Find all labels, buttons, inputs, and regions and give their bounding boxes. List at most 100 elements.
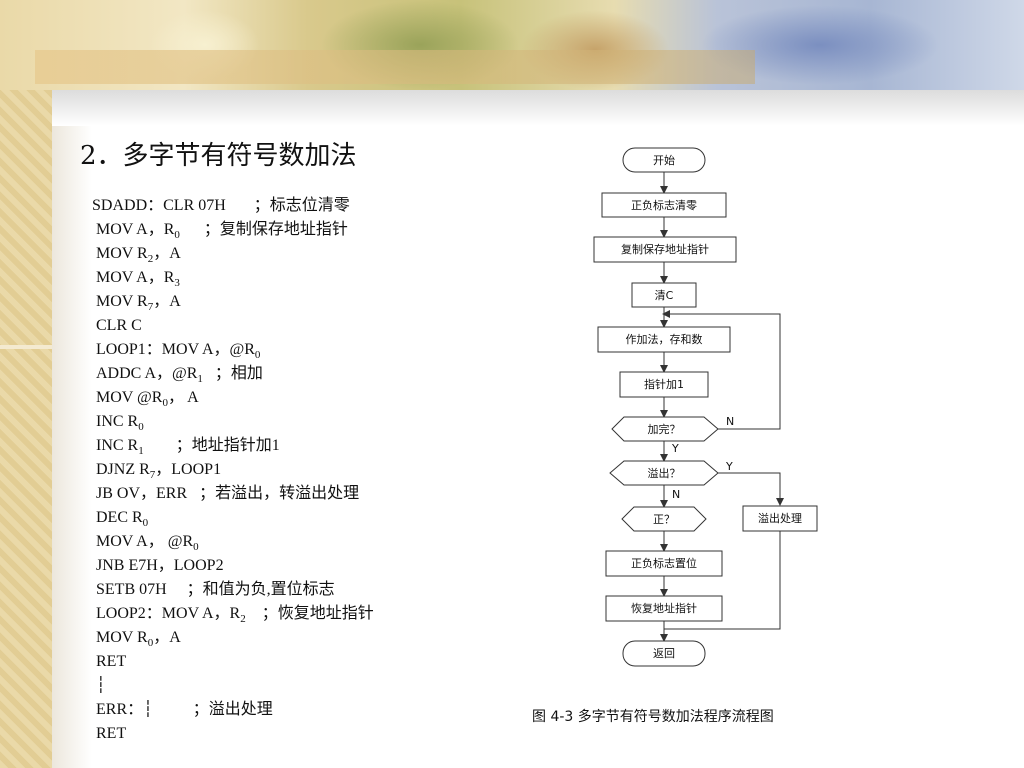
code-line: INC R0	[92, 410, 374, 434]
flow-label-y1: Y	[671, 442, 679, 455]
flow-overflow-label: 溢出？	[648, 466, 681, 480]
code-text: ADDC A，@R	[96, 365, 198, 382]
flow-clear-c-label: 清C	[655, 289, 674, 302]
flow-restore-pointer-label: 恢复地址指针	[631, 601, 697, 615]
code-subscript: 2	[147, 253, 154, 265]
code-text: ；复制保存地址指针	[179, 221, 348, 238]
code-subscript: 7	[147, 301, 154, 313]
slide-title: 2．多字节有符号数加法	[80, 141, 357, 171]
code-text: DEC R	[96, 509, 143, 526]
program-flowchart: 开始 正负标志清零 复制保存地址指针 清C 作加法，存和数 指针加1 加完？ N…	[593, 147, 818, 667]
flow-overflow-handle-box	[742, 505, 818, 532]
code-subscript: 1	[197, 373, 203, 385]
code-text: INC R	[96, 437, 139, 454]
code-text: ，LOOP1	[155, 461, 222, 478]
flow-label-y2: Y	[725, 460, 733, 473]
code-subscript: 2	[240, 613, 246, 625]
code-text: ， A	[167, 389, 199, 406]
code-text: ┆	[96, 677, 106, 694]
code-line: CLR C	[92, 314, 374, 338]
flow-restore-pointer-box	[605, 595, 723, 622]
code-line: MOV @R0， A	[92, 386, 374, 410]
code-line: SETB 07H ；和值为负,置位标志	[92, 578, 374, 602]
code-line: RET	[92, 722, 374, 746]
code-subscript: 7	[149, 469, 156, 481]
code-text: MOV R	[96, 245, 148, 262]
code-line: MOV R2，A	[92, 242, 374, 266]
code-subscript: 0	[174, 229, 180, 241]
code-text: ；相加	[202, 365, 263, 382]
code-subscript: 0	[147, 637, 154, 649]
banner-shadow	[52, 90, 1024, 126]
flow-overflow-handle-label: 溢出处理	[758, 511, 802, 525]
code-text: MOV @R	[96, 389, 163, 406]
code-subscript: 0	[162, 397, 168, 409]
code-subscript: 0	[142, 517, 149, 529]
code-text: ERR：┆ ；溢出处理	[96, 701, 273, 718]
code-text: LOOP1：MOV A，@R	[96, 341, 255, 358]
code-subscript: 0	[193, 541, 199, 553]
code-text: MOV A，R	[96, 269, 175, 286]
flow-set-flag-box	[605, 550, 723, 577]
flow-set-flag-label: 正负标志置位	[631, 556, 697, 570]
code-subscript: 0	[138, 421, 144, 433]
code-subscript: 1	[138, 445, 144, 457]
code-line: JB OV，ERR ；若溢出，转溢出处理	[92, 482, 374, 506]
code-line: SDADD：CLR 07H ；标志位清零	[92, 194, 374, 218]
code-text: JNB E7H，LOOP2	[96, 557, 224, 574]
code-text: JB OV，ERR ；若溢出，转溢出处理	[96, 485, 360, 502]
code-line: MOV R0，A	[92, 626, 374, 650]
code-line: MOV A，R3	[92, 266, 374, 290]
code-text: SDADD：CLR 07H ；标志位清零	[92, 197, 350, 214]
code-line: ERR：┆ ；溢出处理	[92, 698, 374, 722]
code-line: ┆	[92, 674, 374, 698]
flow-label-n1: N	[726, 415, 734, 428]
code-line: ADDC A，@R1 ；相加	[92, 362, 374, 386]
flow-positive-decision	[621, 506, 707, 532]
code-subscript: 0	[254, 349, 261, 361]
code-text: ；地址指针加1	[143, 437, 280, 454]
code-text: MOV A， @R	[96, 533, 194, 550]
code-subscript: 3	[174, 277, 180, 289]
left-decor-strip	[0, 0, 52, 768]
code-text: SETB 07H ；和值为负,置位标志	[96, 581, 335, 598]
code-line: LOOP1：MOV A，@R0	[92, 338, 374, 362]
code-line: MOV A，R0 ；复制保存地址指针	[92, 218, 374, 242]
code-line: DJNZ R7，LOOP1	[92, 458, 374, 482]
code-line: JNB E7H，LOOP2	[92, 554, 374, 578]
code-text: DJNZ R	[96, 461, 150, 478]
code-text: RET	[96, 653, 127, 670]
code-text: CLR C	[96, 317, 142, 334]
code-text: ，A	[153, 293, 181, 310]
flow-add-store-label: 作加法，存和数	[626, 332, 703, 346]
figure-caption: 图 4-3 多字节有符号数加法程序流程图	[532, 709, 774, 725]
code-line: DEC R0	[92, 506, 374, 530]
code-line: LOOP2：MOV A，R2 ；恢复地址指针	[92, 602, 374, 626]
flow-inc-pointer-label: 指针加1	[644, 377, 684, 391]
code-line: RET	[92, 650, 374, 674]
code-text: ，A	[153, 629, 181, 646]
code-text: LOOP2：MOV A，R	[96, 605, 241, 622]
code-line: MOV A， @R0	[92, 530, 374, 554]
flow-done-label: 加完？	[648, 422, 681, 436]
code-text: RET	[96, 725, 127, 742]
code-text: ；恢复地址指针	[245, 605, 374, 622]
code-text: MOV R	[96, 293, 148, 310]
flow-clear-c-box	[631, 282, 697, 308]
flow-add-store-box	[597, 326, 731, 353]
code-line: INC R1 ；地址指针加1	[92, 434, 374, 458]
banner-bar	[35, 50, 755, 84]
flow-clear-flag-label: 正负标志清零	[631, 198, 697, 212]
left-decor-fade	[52, 90, 92, 768]
flow-return-node	[622, 640, 706, 667]
code-line: MOV R7，A	[92, 290, 374, 314]
top-banner-image	[0, 0, 1024, 90]
flow-return-label: 返回	[653, 647, 675, 660]
flow-positive-label: 正？	[653, 513, 675, 526]
flow-label-n2: N	[672, 488, 680, 501]
code-text: MOV A，R	[96, 221, 175, 238]
code-text: INC R	[96, 413, 139, 430]
flow-start-label: 开始	[653, 153, 675, 167]
flow-copy-pointer-label: 复制保存地址指针	[621, 242, 709, 256]
